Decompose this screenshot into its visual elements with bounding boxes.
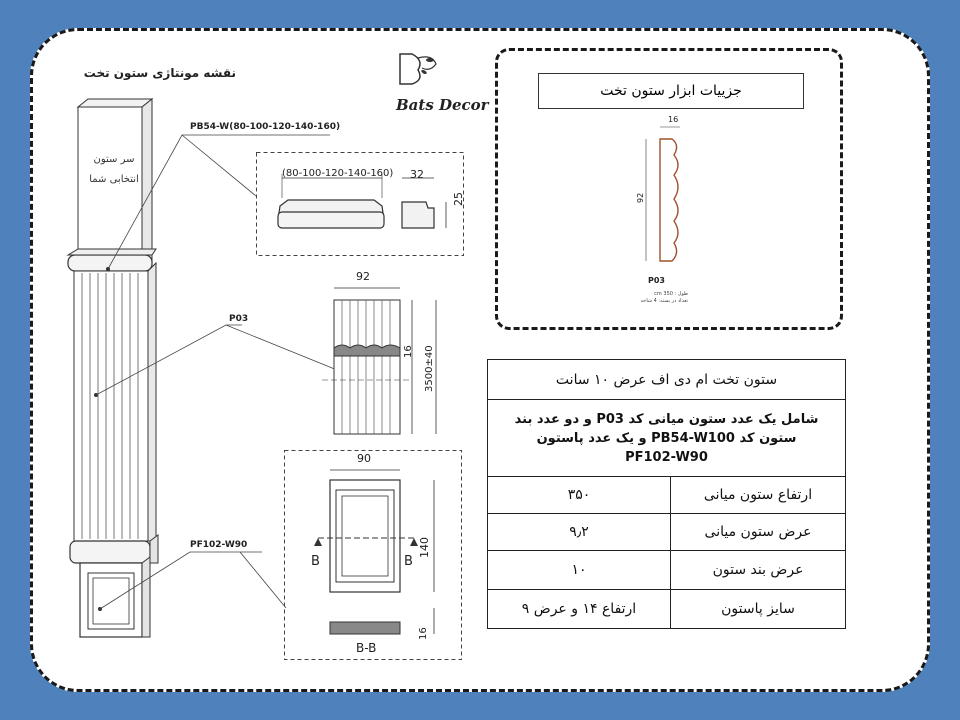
spec-table: ستون تخت ام دی اف عرض ۱۰ سانت شامل یک عد… bbox=[487, 359, 846, 629]
column-head-label-line-1: سر ستون bbox=[93, 154, 135, 165]
brand-name: Bats Decor bbox=[396, 96, 489, 114]
callout-base-code: PF102-W90 bbox=[190, 540, 248, 550]
table-row: ۹٫۲ عرض ستون میانی bbox=[487, 513, 846, 551]
spec-value: ارتفاع ۱۴ و عرض ۹ bbox=[487, 589, 671, 629]
table-row: ارتفاع ۱۴ و عرض ۹ سایز پاستون bbox=[487, 589, 846, 629]
middle-length-dim: 3500±40 bbox=[424, 345, 435, 392]
column-head-label-line-2: انتخابی شما bbox=[89, 174, 139, 185]
section-mark-left: B bbox=[311, 554, 320, 569]
spec-value: ۳۵۰ bbox=[487, 476, 671, 514]
head-width-dim: (80-100-120-140-160) bbox=[282, 168, 394, 179]
profile-detail-box: جزییات ابزار ستون تخت 16 92 P03 طول : 35… bbox=[495, 48, 843, 330]
column-head-label: سر ستون انتخابی شما bbox=[82, 150, 146, 190]
middle-small-dim: 16 bbox=[403, 345, 414, 358]
spec-label: عرض بند ستون bbox=[670, 550, 846, 590]
section-label: B-B bbox=[356, 641, 377, 655]
callout-middle-code: P03 bbox=[229, 314, 249, 324]
spec-header: ستون تخت ام دی اف عرض ۱۰ سانت bbox=[487, 359, 846, 400]
profile-detail-title: جزییات ابزار ستون تخت bbox=[538, 73, 804, 109]
spec-description-line-1: شامل یک عدد ستون میانی کد P03 و دو عدد ب… bbox=[514, 411, 819, 427]
base-detail-drawing bbox=[284, 450, 462, 660]
spec-label: سایز پاستون bbox=[670, 589, 846, 629]
base-width-dim: 90 bbox=[357, 452, 371, 465]
spec-label: ارتفاع ستون میانی bbox=[670, 476, 846, 514]
base-height-dim: 140 bbox=[418, 537, 431, 558]
spec-description-line-3: PF102-W90 bbox=[625, 449, 708, 465]
profile-dim-side: 92 bbox=[636, 192, 645, 203]
spec-label: عرض ستون میانی bbox=[670, 513, 846, 551]
spec-description: شامل یک عدد ستون میانی کد P03 و دو عدد ب… bbox=[487, 399, 846, 477]
head-depth-dim: 32 bbox=[410, 168, 424, 181]
section-mark-right: B bbox=[404, 554, 413, 569]
spec-value: ۱۰ bbox=[487, 550, 671, 590]
profile-note-pack: تعداد در بسته: 4 شاخه bbox=[640, 298, 688, 304]
head-height-dim: 25 bbox=[452, 192, 465, 206]
profile-drawing bbox=[645, 126, 680, 262]
column-assembly-drawing bbox=[66, 97, 159, 638]
base-small-dim: 16 bbox=[418, 627, 429, 640]
profile-code: P03 bbox=[648, 276, 665, 285]
table-row: ۱۰ عرض بند ستون bbox=[487, 550, 846, 590]
brand-logo bbox=[388, 50, 488, 120]
spec-value: ۹٫۲ bbox=[487, 513, 671, 551]
profile-dim-top: 16 bbox=[668, 115, 679, 124]
spec-description-line-2: ستون کد PB54-W100 و یک عدد پاستون bbox=[536, 430, 797, 446]
middle-section-drawing bbox=[322, 287, 437, 435]
table-row: ۳۵۰ ارتفاع ستون میانی bbox=[487, 476, 846, 514]
assembly-title: نقشه مونتاژی ستون تخت bbox=[83, 66, 236, 80]
callout-head-code: PB54-W(80-100-120-140-160) bbox=[190, 122, 341, 132]
profile-note-length: طول : 350 cm bbox=[654, 291, 688, 297]
logo-icon bbox=[399, 53, 437, 85]
head-detail-drawing bbox=[256, 152, 464, 256]
middle-width-dim: 92 bbox=[356, 270, 370, 283]
